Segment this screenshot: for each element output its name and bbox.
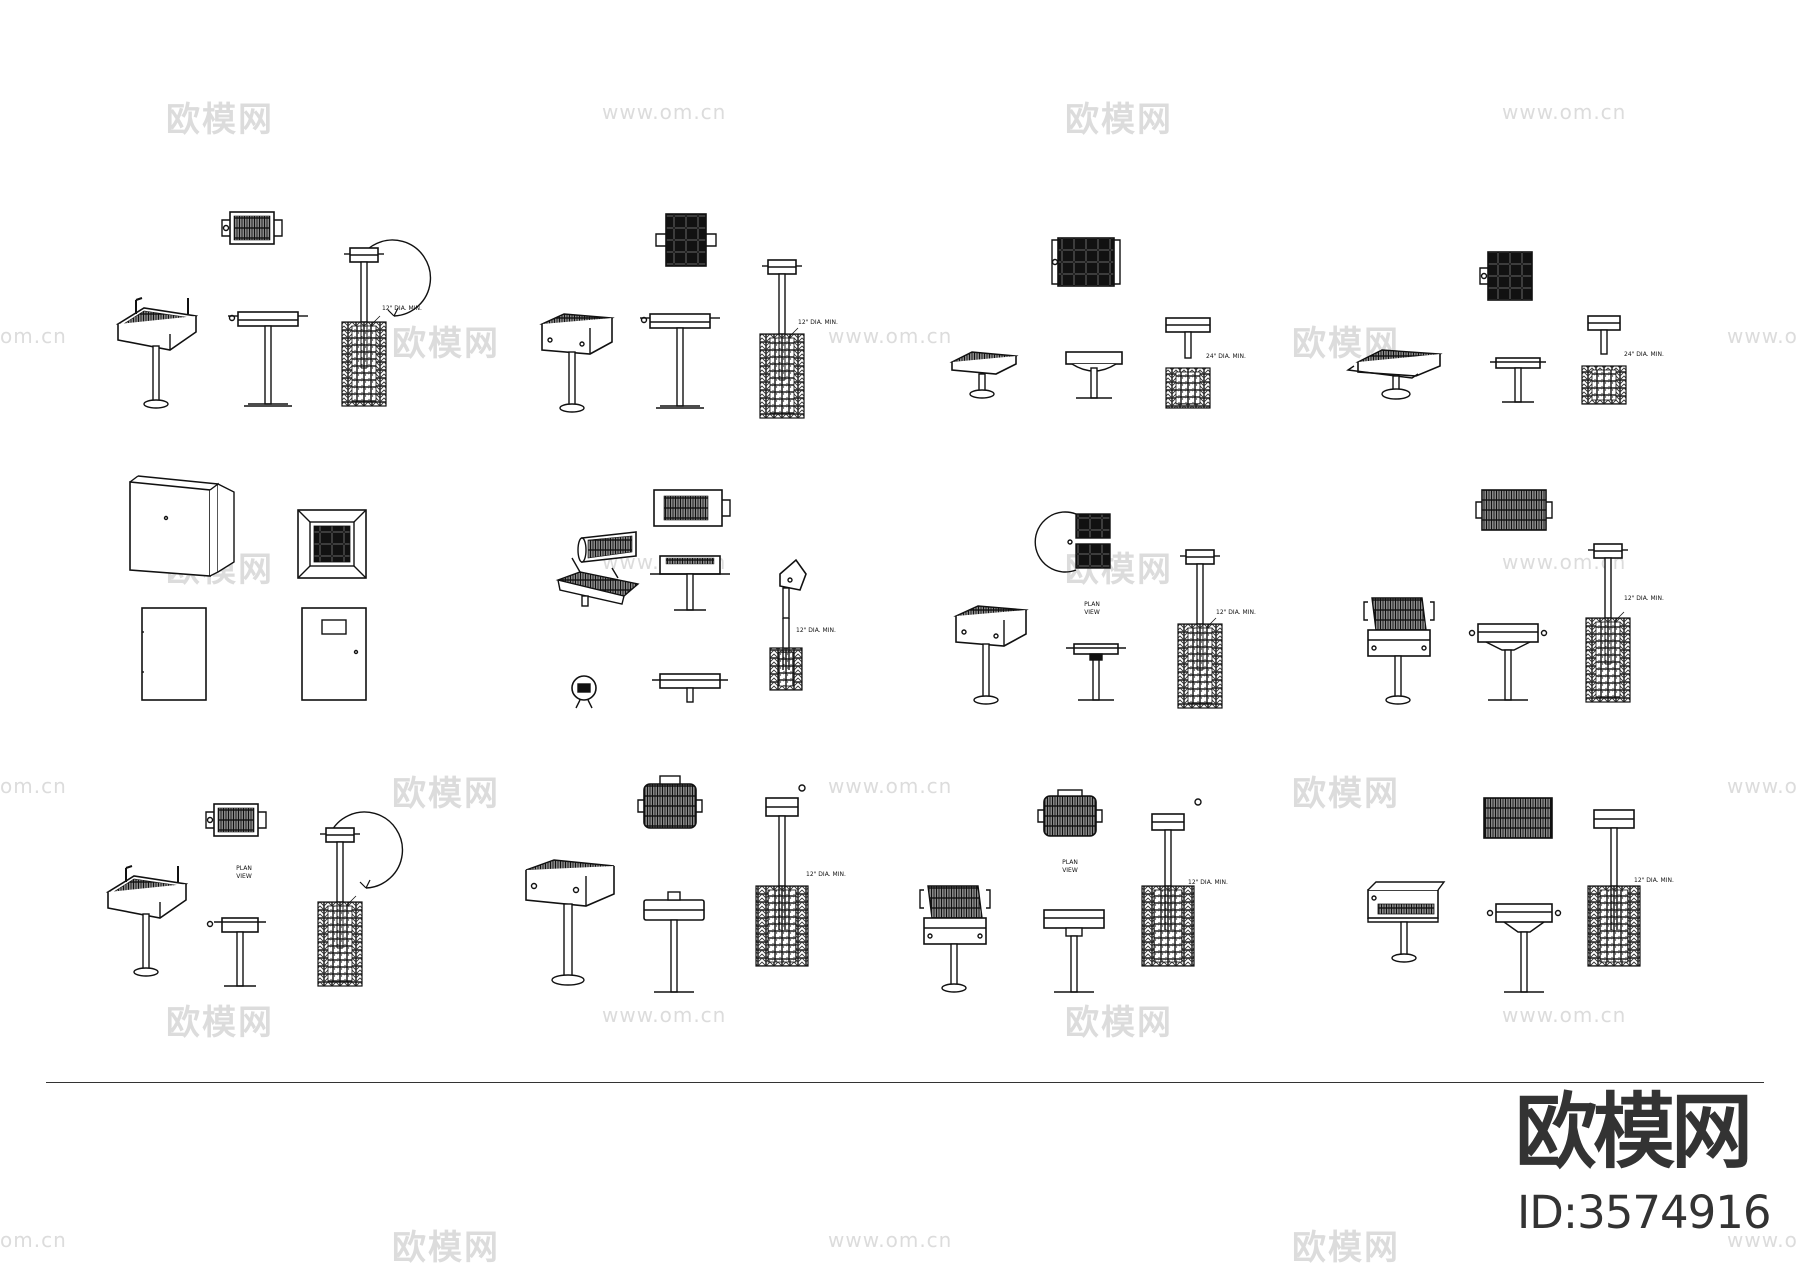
perspective-grill — [117, 297, 197, 409]
grill-detail-1-4: 24" DIA. MIN. — [1346, 251, 1664, 405]
watermark-brand: 欧模网 — [392, 1228, 500, 1268]
plan-view-grill — [221, 211, 283, 245]
plan-view-label: PLAN — [1062, 859, 1078, 866]
plan-view-label: PLAN — [236, 865, 252, 872]
grill-detail-1-2: 12" DIA. MIN. — [541, 213, 838, 419]
elevation-grill — [643, 891, 705, 993]
enclosure-front-elevation — [301, 607, 367, 701]
elevation-grill — [1486, 903, 1562, 993]
plan-view-swivel — [1034, 511, 1111, 573]
perspective-grill — [525, 859, 615, 986]
plan-view-grill — [653, 489, 731, 527]
model-id-label: ID:3574916 — [1517, 1186, 1771, 1239]
footing-detail — [755, 784, 809, 967]
plan-view-grill — [655, 213, 717, 267]
perspective-grill — [541, 313, 613, 413]
perspective-grill — [1367, 881, 1446, 963]
footing-detail — [1585, 543, 1631, 703]
plan-view-label: VIEW — [236, 873, 252, 880]
watermark-edge: om.cn — [0, 1228, 67, 1252]
grill-detail-2-4: 12" DIA. MIN. — [1363, 489, 1664, 705]
elevation-grill-low — [652, 673, 728, 703]
grill-detail-1-1: 12" DIA. MIN. — [117, 211, 432, 409]
plan-view-grill — [1475, 489, 1553, 531]
grill-detail-2-3: PLAN VIEW 12" DIA. MIN. — [955, 511, 1256, 709]
perspective-grill — [955, 605, 1027, 705]
dimension-note: 12" DIA. MIN. — [798, 319, 838, 326]
plan-view-swivel — [571, 675, 597, 709]
footing-detail — [317, 827, 363, 987]
dimension-note: 12" DIA. MIN. — [382, 305, 422, 312]
perspective-grill — [919, 885, 991, 993]
perspective-grill — [1363, 597, 1435, 705]
elevation-grill — [650, 555, 730, 611]
elevation-grill — [1065, 351, 1123, 399]
watermark-url: www.om.cn — [828, 1228, 953, 1252]
enclosure-plan — [297, 509, 367, 579]
grill-detail-3-1: PLAN VIEW — [107, 803, 404, 987]
footing-detail — [759, 259, 805, 419]
perspective-grill — [949, 351, 1019, 399]
elevation-grill — [227, 311, 309, 407]
elevation-grill — [639, 313, 721, 409]
footing-detail — [1165, 317, 1211, 409]
grill-detail-2-2: 12" DIA. MIN. — [555, 489, 836, 709]
dimension-note: 24" DIA. MIN. — [1206, 353, 1246, 360]
elevation-grill — [1043, 909, 1105, 993]
elevation-grill — [1066, 643, 1126, 701]
dimension-note: 12" DIA. MIN. — [1216, 609, 1256, 616]
footing-detail — [769, 558, 807, 691]
dimension-note: 12" DIA. MIN. — [1624, 595, 1664, 602]
dimension-note: 12" DIA. MIN. — [1634, 877, 1674, 884]
plan-view-grill — [205, 803, 267, 837]
dimension-note: 12" DIA. MIN. — [1188, 879, 1228, 886]
grill-detail-1-3: 24" DIA. MIN. — [949, 237, 1246, 409]
grill-detail-3-4: 12" DIA. MIN. — [1367, 797, 1674, 993]
footing-detail — [1177, 549, 1223, 709]
footing-detail — [1587, 809, 1641, 967]
dimension-note: 24" DIA. MIN. — [1624, 351, 1664, 358]
swivel-grill-perspective — [555, 531, 640, 607]
brand-logo-text: 欧模网 — [1515, 1085, 1753, 1180]
elevation-grill — [206, 917, 266, 987]
footing-detail — [341, 247, 387, 407]
plan-view-label: VIEW — [1062, 867, 1078, 874]
perspective-grill — [107, 865, 187, 977]
perspective-grill — [1346, 349, 1443, 400]
dimension-note: 12" DIA. MIN. — [796, 627, 836, 634]
elevation-grill — [1468, 623, 1548, 701]
footing-detail — [1581, 315, 1627, 405]
plan-view-grill — [637, 775, 703, 829]
enclosure-perspective — [129, 475, 235, 577]
grill-detail-3-3: PLAN VIEW 12" DIA. MIN. — [919, 789, 1228, 993]
plan-view-label: VIEW — [1084, 609, 1100, 616]
cad-drawing: 12" DIA. MIN. 12" DIA. MIN. — [107, 211, 1674, 993]
plan-view-grill — [1483, 797, 1553, 839]
plan-view-grill — [1037, 789, 1103, 837]
dimension-note: 12" DIA. MIN. — [806, 871, 846, 878]
plan-view-grill — [1051, 237, 1121, 287]
footing-detail — [1141, 798, 1202, 967]
footer-divider — [46, 1082, 1764, 1083]
grill-detail-3-2: 12" DIA. MIN. — [525, 775, 846, 993]
plan-view-grill — [1479, 251, 1533, 301]
plan-view-label: PLAN — [1084, 601, 1100, 608]
watermark-brand: 欧模网 — [1292, 1228, 1400, 1268]
elevation-grill — [1490, 357, 1546, 403]
grill-enclosure-detail — [129, 475, 367, 701]
enclosure-side-elevation — [141, 607, 207, 701]
